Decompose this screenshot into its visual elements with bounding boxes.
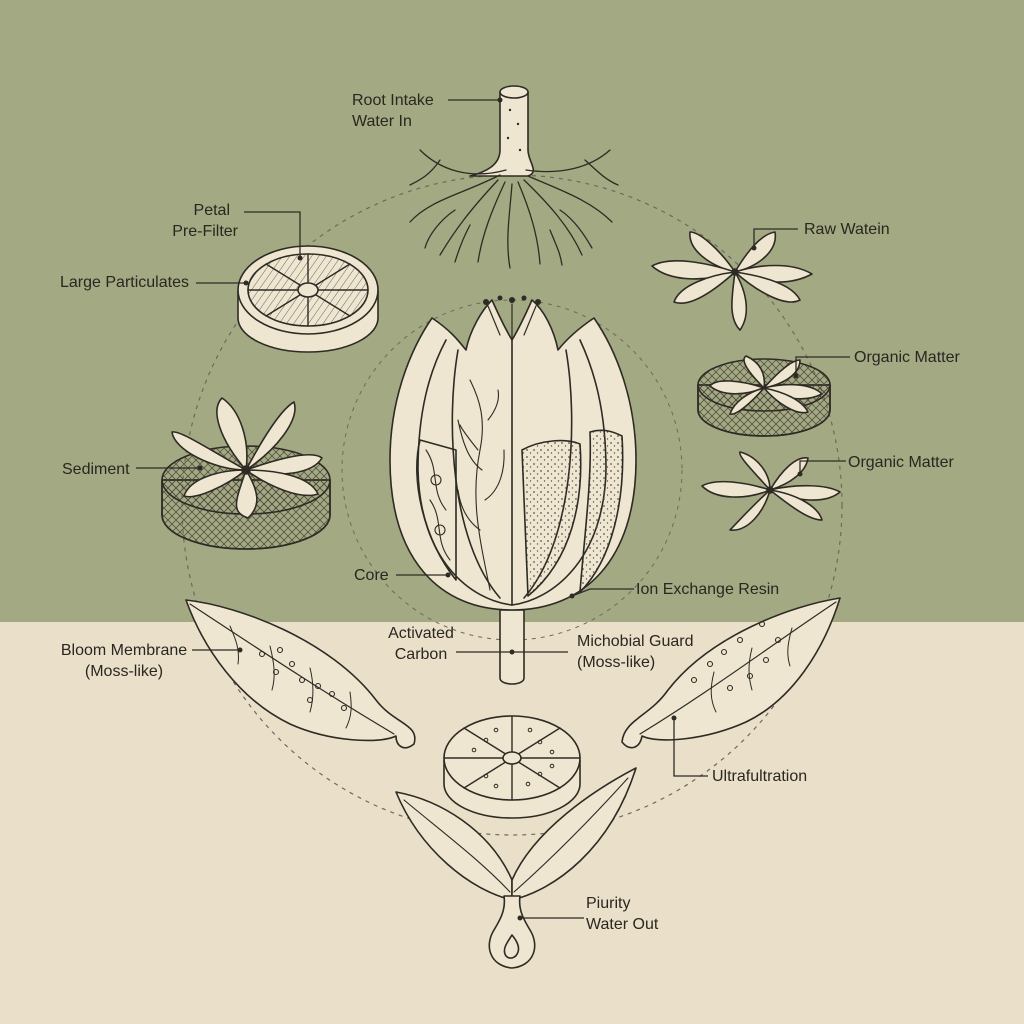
bloom-membrane-leaf [185,599,416,749]
leader-lines [136,99,850,919]
label-petal-prefilter: Petal Pre-Filter [150,200,238,242]
label-petal-prefilter-line1: Petal [193,202,230,219]
label-activated-carbon: Activated Carbon [384,623,458,665]
label-organic-matter-1-line1: Organic Matter [854,349,960,366]
label-ion-exchange-resin: Ion Exchange Resin [636,579,779,600]
central-core-bud [389,295,637,685]
root-intake [409,85,619,269]
label-large-particulates: Large Particulates [60,272,189,293]
label-microbial-guard: Michobial Guard (Moss-like) [577,631,694,673]
label-activated-carbon-line2: Carbon [394,646,448,663]
label-organic-matter-1: Organic Matter [854,347,960,368]
label-ion-exchange-resin-line1: Ion Exchange Resin [636,581,780,598]
label-ultrafiltration: Ultrafultration [712,766,807,787]
label-raw-water: Raw Watein [804,219,890,240]
label-purity-water-out-line1: Piurity [586,895,631,912]
label-sediment: Sediment [62,459,130,480]
label-root-intake: Root Intake Water In [352,90,434,132]
ultrafiltration-disc [443,715,581,819]
label-purity-water-out-line2: Water Out [586,916,659,933]
label-organic-matter-2: Organic Matter [848,452,954,473]
label-ultrafiltration-line1: Ultrafultration [712,768,808,785]
label-root-intake-line1: Root Intake [352,92,434,109]
label-root-intake-line2: Water In [352,113,412,130]
sediment-disc [161,397,331,550]
label-large-particulates-line1: Large Particulates [60,274,189,291]
organic-matter-flower [701,451,841,531]
label-microbial-guard-line1: Michobial Guard [577,633,694,650]
petal-prefilter-disc [237,245,379,353]
label-purity-water-out: Piurity Water Out [586,893,658,935]
inner-cycle-path [341,299,683,641]
organic-matter-disc [697,355,831,437]
label-activated-carbon-line1: Activated [388,625,454,642]
raw-water-flower [651,231,813,331]
label-organic-matter-2-line1: Organic Matter [848,454,954,471]
microbial-guard-leaf [621,597,841,749]
label-petal-prefilter-line2: Pre-Filter [172,223,238,240]
label-core: Core [354,565,389,586]
label-sediment-line1: Sediment [62,461,130,478]
label-microbial-guard-line2: (Moss-like) [577,654,656,671]
label-bloom-membrane: Bloom Membrane (Moss-like) [56,640,192,682]
label-bloom-membrane-line1: Bloom Membrane [60,642,188,659]
leader-dots [197,97,803,921]
label-raw-water-line1: Raw Watein [804,221,890,238]
label-core-line1: Core [354,567,389,584]
purity-sprout [395,767,637,969]
label-bloom-membrane-line2: (Moss-like) [84,663,164,680]
